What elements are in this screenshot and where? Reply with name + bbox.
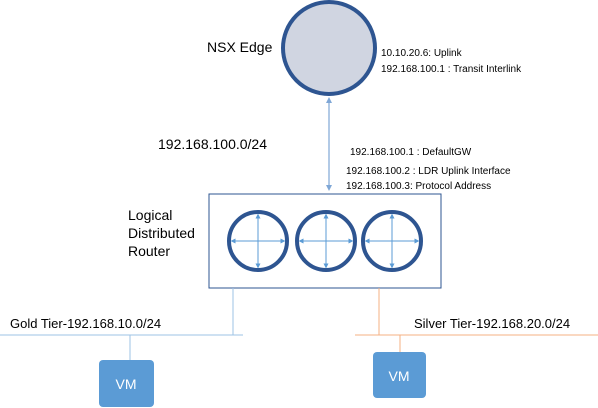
- nsx-edge-label: NSX Edge: [207, 39, 273, 55]
- edge-uplink-label: 10.10.20.6: Uplink: [381, 48, 463, 59]
- ldr-label-line1: Logical: [128, 207, 172, 223]
- gold-vm-label: VM: [116, 376, 137, 392]
- ldr-label-line2: Distributed: [128, 225, 195, 241]
- silver-vm-label: VM: [389, 368, 410, 384]
- ldr-label-line3: Router: [128, 243, 170, 259]
- silver-vm-box: [373, 352, 426, 398]
- router-icon-2: [295, 210, 357, 272]
- gold-vm-box: [99, 360, 154, 407]
- nsx-edge-node: [281, 0, 377, 96]
- router-icon-1: [227, 210, 289, 272]
- ldr-uplink-label: 192.168.100.2 : LDR Uplink Interface: [346, 166, 511, 177]
- default-gw-label: 192.168.100.1 : DefaultGW: [350, 147, 472, 158]
- router-icon-3: [361, 210, 423, 272]
- edge-transit-label: 192.168.100.1 : Transit Interlink: [381, 64, 522, 75]
- transit-subnet-label: 192.168.100.0/24: [158, 136, 267, 152]
- protocol-address-label: 192.168.100.3: Protocol Address: [346, 181, 491, 192]
- silver-tier-label: Silver Tier-192.168.20.0/24: [414, 316, 570, 331]
- gold-tier-label: Gold Tier-192.168.10.0/24: [10, 316, 161, 331]
